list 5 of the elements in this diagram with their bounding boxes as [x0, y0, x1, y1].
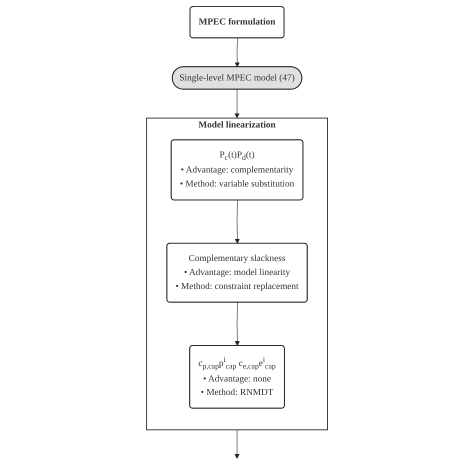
arrow	[234, 302, 240, 346]
arrow	[234, 88, 240, 118]
arrow	[234, 38, 240, 68]
arrow	[234, 200, 240, 244]
arrow	[234, 430, 240, 459]
